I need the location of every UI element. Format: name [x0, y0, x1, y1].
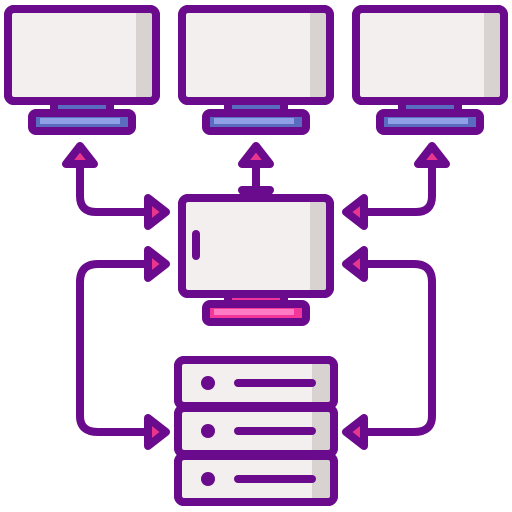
arrow-up-right-icon — [414, 142, 450, 168]
monitor-left — [4, 5, 160, 135]
server-led-2 — [201, 424, 215, 438]
server-stack — [174, 356, 338, 506]
arrow-left-server-icon — [342, 414, 368, 450]
arrow-right-hub-bottom-icon — [144, 246, 170, 282]
arrowheads — [62, 142, 450, 450]
arrow-up-center-icon — [238, 142, 274, 168]
server-led-3 — [201, 472, 215, 486]
arrow-left-hub-bottom-icon — [342, 246, 368, 282]
monitor-hub — [178, 194, 334, 326]
connector-lines — [76, 156, 436, 436]
arrow-right-hub-top-icon — [144, 194, 170, 230]
arrow-left-hub-top-icon — [342, 194, 368, 230]
arrow-right-server-icon — [144, 414, 170, 450]
arrow-up-left-icon — [62, 142, 98, 168]
monitor-right — [352, 5, 508, 135]
server-led-1 — [201, 376, 215, 390]
monitor-center — [178, 5, 334, 135]
